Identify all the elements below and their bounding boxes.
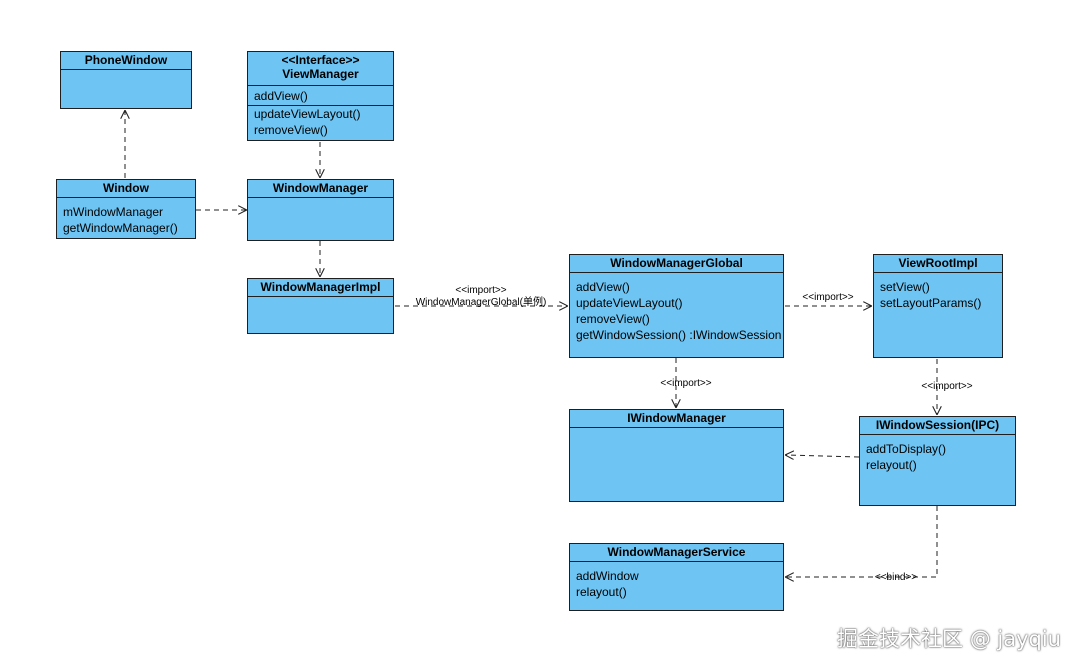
connector-label-import: <<import>> <box>921 381 973 392</box>
class-windowmanagerimpl[interactable]: WindowManagerImpl <box>247 278 394 334</box>
class-methods: addToDisplay() relayout() <box>860 435 1015 476</box>
class-name: WindowManager <box>248 180 393 198</box>
class-iwindowsession[interactable]: IWindowSession(IPC) addToDisplay() relay… <box>859 416 1016 506</box>
class-name: PhoneWindow <box>61 52 191 70</box>
class-member: addView() <box>248 88 393 106</box>
class-iwindowmanager[interactable]: IWindowManager <box>569 409 784 502</box>
connector-label-import: <<import>> <box>802 292 854 303</box>
class-windowmanagerservice[interactable]: WindowManagerService addWindow relayout(… <box>569 543 784 611</box>
class-member: removeView() <box>254 123 328 137</box>
class-member: addToDisplay() <box>866 442 947 456</box>
class-methods: addView() updateViewLayout() removeView(… <box>248 86 393 141</box>
class-stereotype: <<Interface>> <box>281 53 360 67</box>
class-window[interactable]: Window mWindowManager getWindowManager() <box>56 179 196 239</box>
class-viewrootimpl[interactable]: ViewRootImpl setView() setLayoutParams() <box>873 254 1003 358</box>
watermark: 掘金技术社区 @ jayqiu <box>837 627 1061 651</box>
connector-label-import: <<import>> <box>455 285 507 296</box>
class-methods: addWindow relayout() <box>570 562 783 603</box>
class-members: mWindowManager getWindowManager() <box>57 198 195 239</box>
class-name: ViewRootImpl <box>874 255 1002 273</box>
class-name: ViewManager <box>282 67 359 81</box>
connector-label-import: <<import>> <box>660 378 712 389</box>
class-member: getWindowSession() :IWindowSession <box>576 328 782 342</box>
class-member: getWindowManager() <box>63 221 178 235</box>
class-member: relayout() <box>576 585 627 599</box>
class-viewmanager[interactable]: <<Interface>> ViewManager addView() upda… <box>247 51 394 141</box>
class-member: addView() <box>576 280 630 294</box>
class-member: updateViewLayout() <box>254 107 361 121</box>
class-name: Window <box>57 180 195 198</box>
dependency-session-to-iwindowmanager <box>786 455 860 457</box>
class-phonewindow[interactable]: PhoneWindow <box>60 51 192 109</box>
class-name: IWindowManager <box>570 410 783 428</box>
class-member: setView() <box>880 280 930 294</box>
class-member: removeView() <box>576 312 650 326</box>
bind-session-to-wms <box>786 506 938 577</box>
class-member: setLayoutParams() <box>880 296 982 310</box>
class-header: <<Interface>> ViewManager <box>248 52 393 86</box>
class-member: mWindowManager <box>63 205 164 219</box>
class-member: addWindow <box>576 569 639 583</box>
class-name: WindowManagerGlobal <box>570 255 783 273</box>
class-windowmanager[interactable]: WindowManager <box>247 179 394 241</box>
class-name: WindowManagerService <box>570 544 783 562</box>
class-member: relayout() <box>866 458 917 472</box>
class-methods: addView() updateViewLayout() removeView(… <box>570 273 783 346</box>
class-member: updateViewLayout() <box>576 296 683 310</box>
connector-label-bind: <<bind>> <box>874 572 918 583</box>
class-methods: setView() setLayoutParams() <box>874 273 1002 314</box>
class-name: IWindowSession(IPC) <box>860 417 1015 435</box>
connector-label-singleton: WindowManagerGlobal(单例) <box>415 297 547 308</box>
class-windowmanagerglobal[interactable]: WindowManagerGlobal addView() updateView… <box>569 254 784 358</box>
class-name: WindowManagerImpl <box>248 279 393 297</box>
